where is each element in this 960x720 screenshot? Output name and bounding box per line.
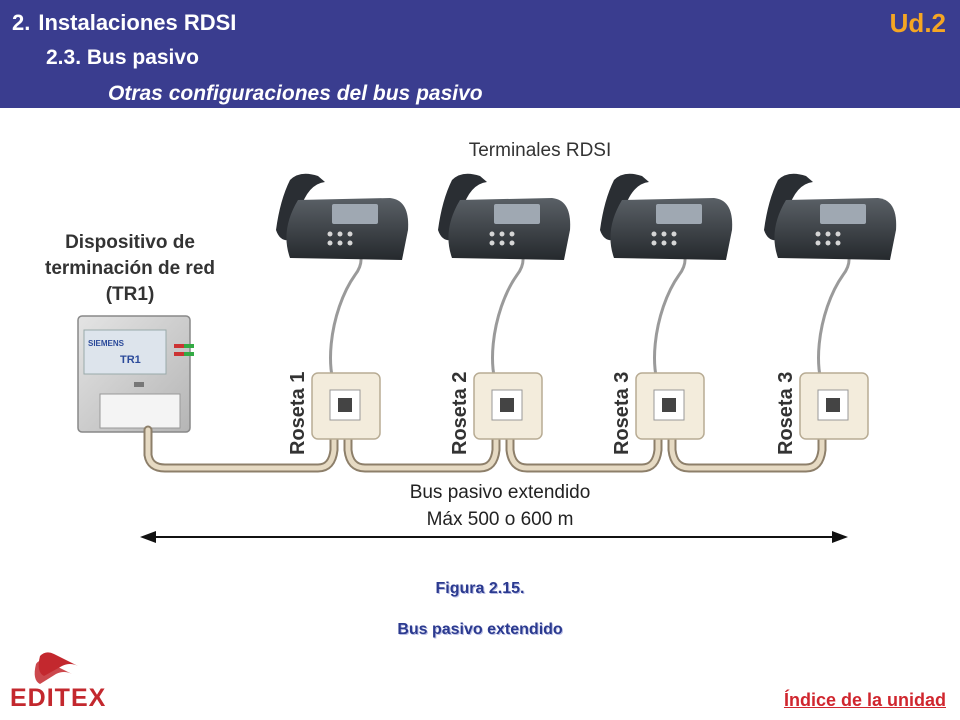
tr1-device: SIEMENS TR1 <box>77 315 194 433</box>
passive-bus-diagram: Terminales RDSI Dispositivo de terminaci… <box>45 140 897 543</box>
unit-label: Ud.2 <box>889 8 946 38</box>
rosette-4-label: Roseta 3 <box>775 372 797 455</box>
rosette-2: Roseta 2 <box>449 372 543 455</box>
rosette-1: Roseta 1 <box>287 372 381 455</box>
figure-number: Figura 2.15. <box>435 580 525 597</box>
section-title: Instalaciones RDSI <box>38 10 237 35</box>
editex-logo-icon <box>34 652 78 684</box>
figure-title: Bus pasivo extendido <box>397 621 563 638</box>
unit-index-link[interactable]: Índice de la unidad <box>783 690 946 710</box>
rosette-3-label: Roseta 3 <box>611 372 633 455</box>
rosette-3: Roseta 3 <box>611 372 705 455</box>
isdn-phone-1 <box>276 173 409 260</box>
isdn-phone-2 <box>438 173 571 260</box>
topic-heading: Otras configuraciones del bus pasivo <box>108 82 483 105</box>
isdn-phone-3 <box>600 173 733 260</box>
device-brand: SIEMENS <box>88 339 125 348</box>
device-model: TR1 <box>120 354 141 366</box>
rosette-4: Roseta 3 <box>775 372 869 455</box>
phone-cords <box>329 238 851 406</box>
header-bar: 2. Instalaciones RDSI 2.3. Bus pasivo Otr… <box>0 0 960 108</box>
device-label-line-3: (TR1) <box>106 284 155 305</box>
section-heading: 2. Instalaciones RDSI <box>12 10 236 36</box>
rosette-1-label: Roseta 1 <box>287 372 309 455</box>
section-number: 2. <box>12 10 31 35</box>
terminals-label: Terminales RDSI <box>469 140 612 161</box>
subsection-heading: 2.3. Bus pasivo <box>46 46 199 69</box>
isdn-phone-4 <box>764 173 897 260</box>
bus-label: Bus pasivo extendido <box>410 482 591 503</box>
device-label-line-1: Dispositivo de <box>65 232 195 253</box>
rosette-2-label: Roseta 2 <box>449 372 471 455</box>
device-label-line-2: terminación de red <box>45 258 215 279</box>
bus-cable <box>143 425 827 473</box>
distance-arrow <box>140 531 848 543</box>
distance-label: Máx 500 o 600 m <box>427 509 574 530</box>
editex-logo-text: EDITEX <box>10 684 107 712</box>
